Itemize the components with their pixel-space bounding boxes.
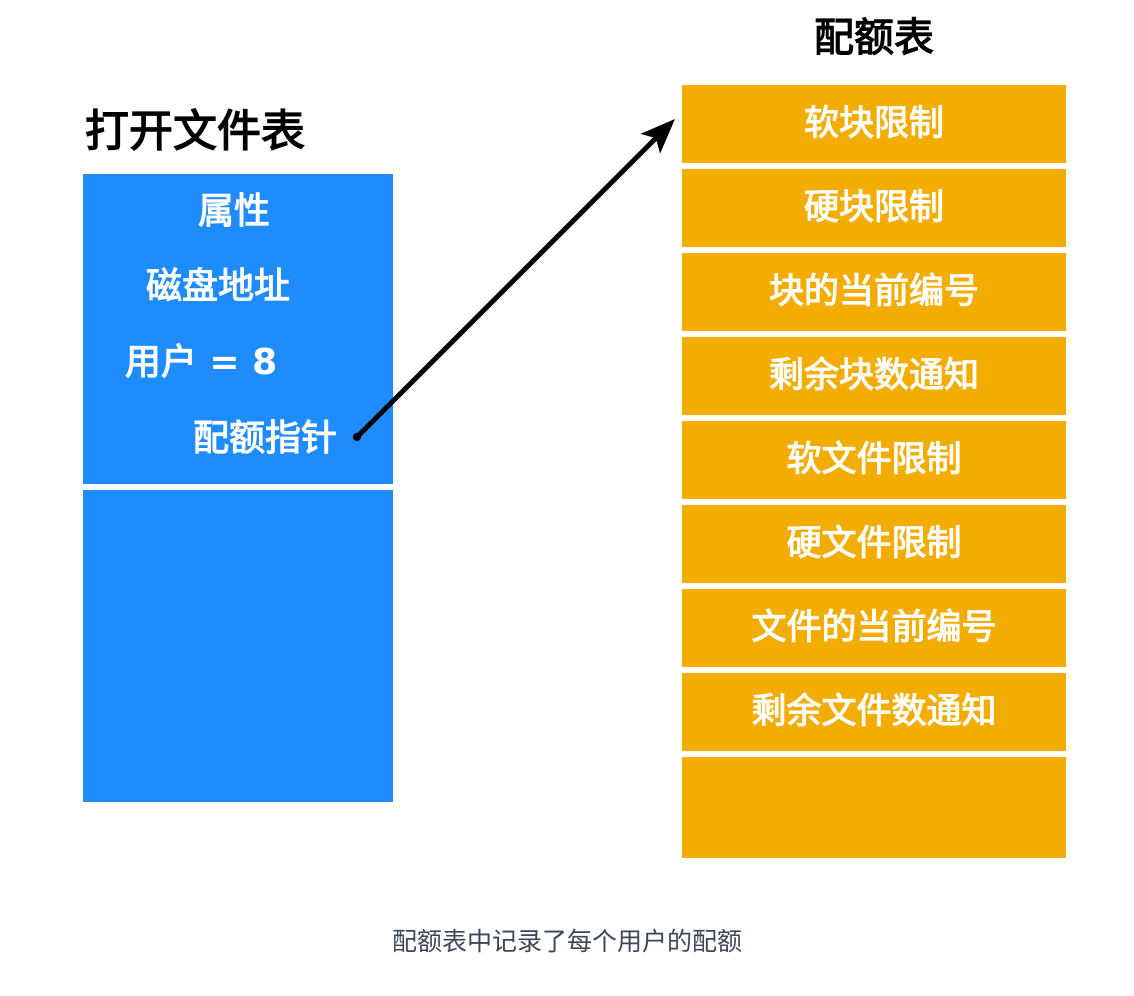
- quota-table-row: 文件的当前编号: [682, 589, 1066, 667]
- quota-table-row: 软文件限制: [682, 421, 1066, 499]
- quota-table-row-label: 硬文件限制: [786, 524, 962, 564]
- quota-table-row: 硬块限制: [682, 169, 1066, 247]
- quota-table-box: 软块限制 硬块限制 块的当前编号 剩余块数通知 软文件限制 硬文件限制 文件的当…: [682, 85, 1066, 858]
- quota-table-separator: [682, 415, 1066, 421]
- open-file-table-divider: [83, 484, 393, 490]
- quota-table-separator: [682, 331, 1066, 337]
- arrow-line: [355, 119, 675, 439]
- quota-table-row: 剩余块数通知: [682, 337, 1066, 415]
- open-file-table-row-disk-address: 磁盘地址: [145, 266, 290, 307]
- open-file-table-row-quota-pointer: 配额指针: [192, 418, 337, 459]
- quota-table-separator: [682, 751, 1066, 757]
- quota-table-separator: [682, 583, 1066, 589]
- quota-table-title: 配额表: [814, 15, 934, 61]
- quota-table-separator: [682, 667, 1066, 673]
- quota-table-row-empty: [682, 757, 1066, 869]
- quota-table-row-label: 剩余块数通知: [768, 356, 979, 396]
- diagram-caption: 配额表中记录了每个用户的配额: [391, 927, 742, 956]
- open-file-table-row-attribute: 属性: [197, 191, 270, 232]
- quota-table-row-label: 软文件限制: [786, 440, 962, 480]
- quota-table-row-label: 文件的当前编号: [751, 608, 997, 648]
- open-file-table-title: 打开文件表: [85, 106, 305, 157]
- open-file-table-box: 属性 磁盘地址 用户 = 8 配额指针: [83, 174, 393, 802]
- quota-table-row: 软块限制: [682, 85, 1066, 163]
- quota-table-row: 块的当前编号: [682, 253, 1066, 331]
- quota-table-row-label: 软块限制: [803, 104, 944, 144]
- open-file-table-empty-section: [83, 490, 393, 802]
- quota-table-row-label: 硬块限制: [803, 188, 944, 228]
- quota-table-row-label: 剩余文件数通知: [751, 692, 997, 732]
- quota-table-row: 剩余文件数通知: [682, 673, 1066, 751]
- quota-table-row: 硬文件限制: [682, 505, 1066, 583]
- quota-table-separator: [682, 499, 1066, 505]
- quota-table-separator: [682, 247, 1066, 253]
- open-file-table-row-user: 用户 = 8: [124, 342, 278, 383]
- quota-table-row-label: 块的当前编号: [768, 272, 979, 312]
- quota-table-separator: [682, 163, 1066, 169]
- open-file-table-fields: 属性 磁盘地址 用户 = 8 配额指针: [83, 174, 393, 484]
